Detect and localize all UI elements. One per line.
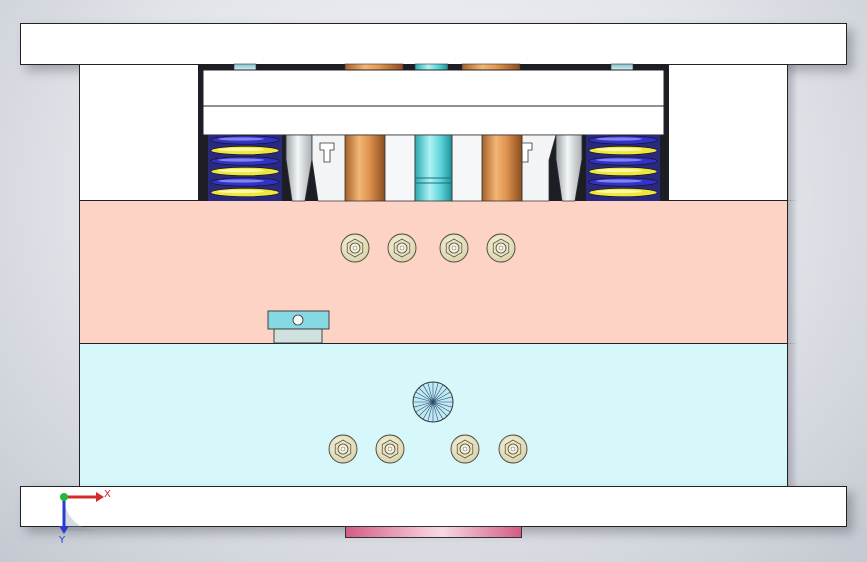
- sprue-puller-facet: [432, 401, 439, 422]
- ejector-plate[interactable]: [202, 105, 665, 136]
- sprue-puller-facet: [432, 391, 451, 403]
- support-block-left[interactable]: [79, 64, 199, 201]
- spring-left-coil-highlight: [218, 137, 264, 141]
- spring-right-coil-highlight: [596, 147, 642, 152]
- core-plate-bolt[interactable]: [328, 434, 358, 464]
- return-pin-right[interactable]: [481, 134, 523, 202]
- spring-left-coil-highlight: [218, 179, 264, 183]
- sprue-puller-facet: [413, 396, 434, 403]
- spring-right-coil-highlight: [596, 168, 642, 173]
- ejector-retainer-plate[interactable]: [202, 69, 665, 107]
- spring-left-coil-highlight: [218, 168, 264, 173]
- cavity-plate-bolt[interactable]: [439, 233, 469, 263]
- locating-ring[interactable]: [345, 526, 522, 538]
- sprue-puller-facet: [418, 387, 434, 403]
- spring-right-coil-highlight: [596, 179, 642, 183]
- sprue-puller-facet: [427, 382, 434, 403]
- core-plate-bolt[interactable]: [450, 434, 480, 464]
- sprue-puller-facet: [418, 401, 434, 417]
- spring-left-coil-highlight: [218, 158, 264, 162]
- sprue-puller-facet: [415, 401, 434, 413]
- parting-latch[interactable]: [267, 310, 330, 344]
- spring-left-coil-highlight: [218, 147, 264, 152]
- sprue-puller-facet: [432, 384, 444, 403]
- cavity-plate-bolt[interactable]: [387, 233, 417, 263]
- cavity-plate-bolt[interactable]: [486, 233, 516, 263]
- sprue-puller[interactable]: [412, 381, 454, 423]
- slide-guides: [285, 134, 583, 202]
- sprue-puller-facet: [432, 382, 439, 403]
- sprue-puller-facet: [432, 396, 453, 403]
- spring-right-coil-highlight: [596, 189, 642, 194]
- x-axis-arrowhead: [96, 492, 104, 502]
- cavity-plate-shadow: [788, 200, 798, 344]
- core-plate-bolt[interactable]: [498, 434, 528, 464]
- y-axis-label: Y: [58, 535, 66, 546]
- x-axis-label: X: [104, 489, 111, 500]
- sprue-puller-facet: [432, 401, 451, 413]
- spring-left-coil-highlight: [218, 189, 264, 194]
- sprue-puller-facet: [415, 391, 434, 403]
- spring-right-coil-highlight: [596, 158, 642, 162]
- core-plate-bolt[interactable]: [375, 434, 405, 464]
- top-clamp-plate[interactable]: [20, 23, 847, 65]
- sprue-puller-facet: [422, 384, 434, 403]
- sprue-puller-facet: [427, 401, 434, 422]
- coordinate-triad: X Y: [58, 489, 111, 546]
- support-block-right-shadow: [788, 64, 798, 201]
- sprue-puller-facet: [432, 387, 448, 403]
- return-pin-left[interactable]: [344, 134, 386, 202]
- return-spring-right[interactable]: [586, 135, 660, 201]
- guide-block-center-right: [451, 134, 483, 202]
- sprue-bushing[interactable]: [414, 134, 453, 202]
- cavity-plate-bolt[interactable]: [340, 233, 370, 263]
- sprue-puller-facet: [413, 401, 434, 408]
- cavity-plate[interactable]: [79, 200, 788, 344]
- guide-block-center-left: [384, 134, 416, 202]
- return-spring-left[interactable]: [208, 135, 282, 201]
- core-plate-shadow: [788, 343, 798, 487]
- sprue-puller-facet: [432, 401, 444, 420]
- bottom-clamp-plate[interactable]: [20, 486, 847, 527]
- sprue-puller-facet: [432, 401, 453, 408]
- spring-right-coil-highlight: [596, 137, 642, 141]
- sprue-puller-facet: [432, 401, 448, 417]
- triad-origin: [60, 493, 68, 501]
- y-axis-arrowhead: [59, 526, 69, 534]
- sprue-puller-facet: [422, 401, 434, 420]
